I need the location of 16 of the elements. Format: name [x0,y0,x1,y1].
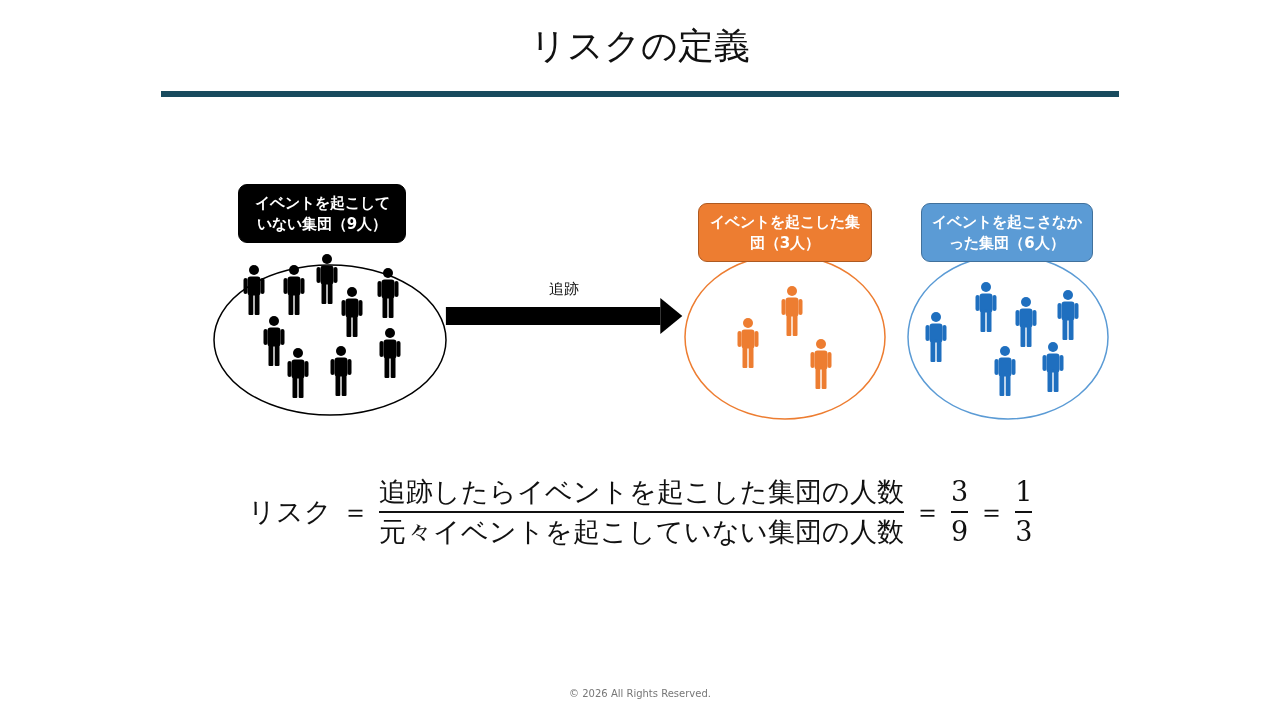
numerator-number: 3 [951,476,969,509]
numerator-text: 追跡したらイベントを起こした集団の人数 [379,476,904,509]
formula-term: リスク [248,496,332,529]
numerator-number: 1 [1015,476,1033,509]
copyright-note: © 2026 All Rights Reserved. [569,688,711,699]
block-arrow [445,298,683,334]
denominator-number: 3 [1015,516,1033,549]
denominator-text: 元々イベントを起こしていない集団の人数 [379,516,904,549]
equals-sign: ＝ [914,496,941,529]
slide-title: リスクの定義 [529,24,751,68]
group-label: イベントを起こした集団（3人） [698,203,872,262]
group-label: イベントを起こしていない集団（9人） [238,184,406,243]
equals-sign: ＝ [342,496,369,529]
group-label: イベントを起こさなかった集団（6人） [921,203,1093,262]
denominator-number: 9 [951,516,969,549]
equals-sign: ＝ [978,496,1006,529]
